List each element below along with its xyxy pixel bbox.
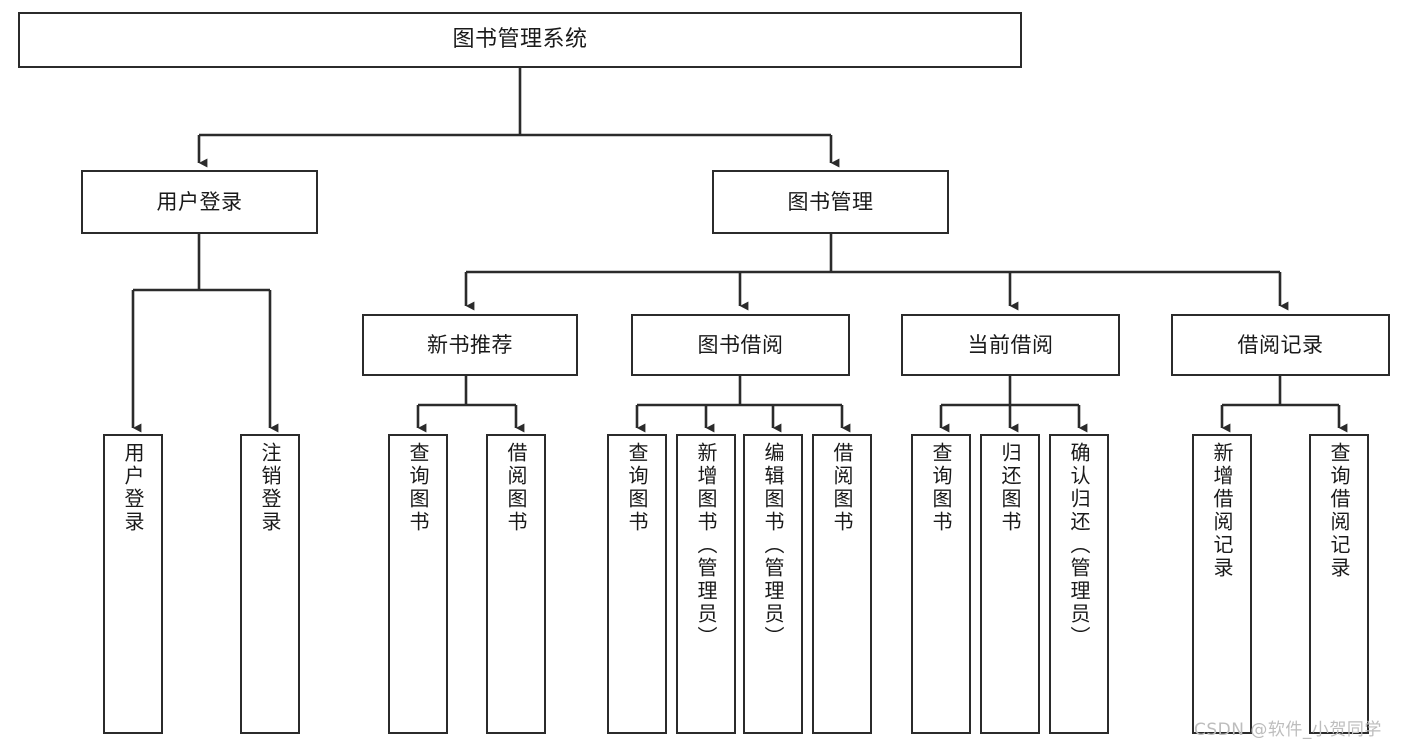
node-label: 新增图书（管理员）	[694, 442, 718, 649]
node-label: 当前借阅	[967, 332, 1054, 357]
node-label: 图书借阅	[697, 332, 784, 357]
node-label: 查询图书	[625, 442, 649, 534]
node-leaf-query-book-borrowing[interactable]: 查询图书	[607, 434, 667, 734]
node-label: 查询借阅记录	[1327, 442, 1351, 580]
node-leaf-confirm-return-admin[interactable]: 确认归还（管理员）	[1049, 434, 1109, 734]
node-leaf-edit-book-admin[interactable]: 编辑图书（管理员）	[743, 434, 803, 734]
node-book-borrowing[interactable]: 图书借阅	[631, 314, 850, 376]
node-leaf-query-book-current[interactable]: 查询图书	[911, 434, 971, 734]
node-label: 确认归还（管理员）	[1067, 442, 1091, 649]
csdn-watermark: CSDN @软件_小贺同学	[1194, 720, 1382, 740]
node-label: 新增借阅记录	[1210, 442, 1234, 580]
node-borrowing-records[interactable]: 借阅记录	[1171, 314, 1390, 376]
node-label: 用户登录	[121, 442, 145, 534]
node-leaf-borrow-book-recommendation[interactable]: 借阅图书	[486, 434, 546, 734]
node-leaf-borrow-book-borrowing[interactable]: 借阅图书	[812, 434, 872, 734]
node-label: 查询图书	[929, 442, 953, 534]
node-label: 编辑图书（管理员）	[761, 442, 785, 649]
node-label: 注销登录	[258, 442, 282, 534]
node-root-book-management-system[interactable]: 图书管理系统	[18, 12, 1022, 68]
node-leaf-add-book-admin[interactable]: 新增图书（管理员）	[676, 434, 736, 734]
node-leaf-query-book-recommendation[interactable]: 查询图书	[388, 434, 448, 734]
node-label: 查询图书	[406, 442, 430, 534]
node-label: 借阅图书	[504, 442, 528, 534]
node-leaf-add-borrowing-record[interactable]: 新增借阅记录	[1192, 434, 1252, 734]
node-leaf-return-book[interactable]: 归还图书	[980, 434, 1040, 734]
node-leaf-logout-login[interactable]: 注销登录	[240, 434, 300, 734]
node-label: 归还图书	[998, 442, 1022, 534]
node-leaf-user-login[interactable]: 用户登录	[103, 434, 163, 734]
node-label: 借阅图书	[830, 442, 854, 534]
node-book-management[interactable]: 图书管理	[712, 170, 949, 234]
node-label: 新书推荐	[427, 332, 513, 357]
node-new-book-recommendation[interactable]: 新书推荐	[362, 314, 578, 376]
node-label: 图书管理	[787, 189, 874, 214]
node-label: 图书管理系统	[452, 27, 588, 53]
node-current-borrowing[interactable]: 当前借阅	[901, 314, 1120, 376]
node-user-login[interactable]: 用户登录	[81, 170, 318, 234]
node-label: 借阅记录	[1237, 332, 1324, 357]
node-label: 用户登录	[156, 189, 243, 214]
node-leaf-query-borrowing-record[interactable]: 查询借阅记录	[1309, 434, 1369, 734]
